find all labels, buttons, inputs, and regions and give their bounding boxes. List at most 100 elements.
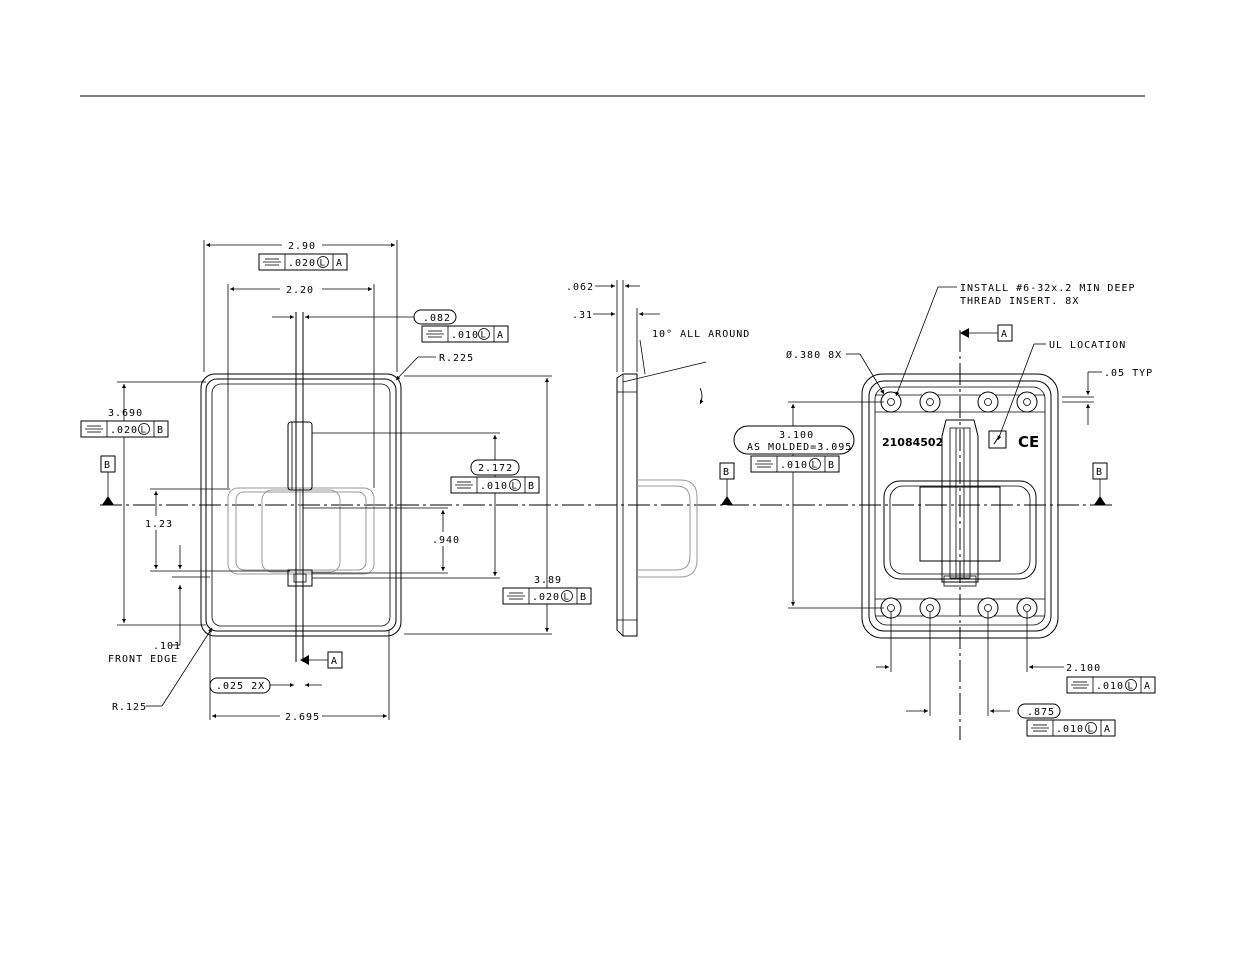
dim-3-690: 3.690 <box>108 408 143 419</box>
dim-2172-bubble <box>470 459 520 476</box>
side-body <box>637 479 698 578</box>
rear-plate-outline <box>861 373 1059 639</box>
hole-note: Ø.380 8X <box>786 349 842 361</box>
typ-note: .05 TYP <box>1104 368 1153 379</box>
fcf-datum: B <box>157 425 164 436</box>
datum-a-label: A <box>331 656 338 667</box>
lmc-symbol: L <box>481 331 487 341</box>
rear-plate-edge <box>874 386 1046 626</box>
datum-triangle <box>960 328 969 338</box>
insert-note-line1: INSTALL #6-32x.2 MIN DEEP <box>960 283 1136 294</box>
side-body-inner <box>637 485 691 571</box>
lmc-symbol: L <box>564 593 570 603</box>
rear-rib-foot <box>943 575 977 587</box>
dim-940: .940 <box>432 535 460 546</box>
dim-3-100: 3.100 <box>779 430 814 441</box>
ul-location-note: UL LOCATION <box>1049 340 1126 351</box>
leader-line <box>859 353 885 395</box>
dim-082: .082 <box>423 313 451 324</box>
datum-a-rear: A <box>960 324 1013 342</box>
dim-2-20: 2.20 <box>286 285 314 296</box>
datum-triangle <box>1094 496 1106 505</box>
ul-mark <box>988 430 1007 449</box>
rear-body <box>883 480 1037 580</box>
lmc-symbol: L <box>512 482 518 492</box>
dim-2-90: 2.90 <box>288 241 316 252</box>
dim-2-695: 2.695 <box>285 712 320 723</box>
fcf-datum: B <box>828 460 835 471</box>
front-lower-tab-slot <box>293 573 307 583</box>
fcf-datum: A <box>336 258 343 269</box>
rear-view: 21084502 CE INSTALL #6-32x.2 MIN DEEP TH… <box>733 283 1156 740</box>
fcf-tol: .010 <box>1056 724 1084 735</box>
rear-plate-inner <box>868 380 1052 632</box>
front-view: 2.90 .020 L A 2.20 .082 .010 L <box>80 240 592 723</box>
leader-line <box>395 356 419 381</box>
fcf-datum: A <box>497 330 504 341</box>
lmc-symbol: L <box>812 461 818 471</box>
insert-hole <box>977 391 999 413</box>
ce-mark: CE <box>1018 433 1039 451</box>
dim-r225: R.225 <box>439 353 474 364</box>
dim-875-bubble <box>1017 703 1061 719</box>
lmc-symbol: L <box>320 259 326 269</box>
dim-3100-bubble <box>733 425 855 455</box>
dim-31: .31 <box>572 310 593 321</box>
fcf-3-89: .020 L B <box>502 587 592 605</box>
datum-triangle <box>300 655 309 665</box>
datum-b-front: B <box>100 455 116 505</box>
front-hidden-body-inner <box>235 491 367 571</box>
angle-note: 10° ALL AROUND <box>652 329 750 340</box>
fcf-875: .010 L A <box>1026 719 1116 737</box>
insert-hole <box>1016 391 1038 413</box>
dim-025: .025 2X <box>216 681 265 692</box>
datum-b-side: B <box>719 462 735 505</box>
front-plate-outline <box>200 373 402 637</box>
fcf-tol: .010 <box>480 481 508 492</box>
fcf-2-100: .010 L A <box>1066 676 1156 694</box>
fcf-2-172: .010 L B <box>450 476 540 494</box>
front-hidden-core <box>261 489 341 573</box>
fcf-datum: A <box>1144 681 1151 692</box>
rear-core <box>919 486 1001 562</box>
lmc-symbol: L <box>141 426 147 436</box>
label-bg <box>143 516 171 530</box>
rear-body-inner <box>889 485 1031 575</box>
label-bg <box>430 532 460 546</box>
fcf-tol: .020 <box>110 425 138 436</box>
datum-a-front: A <box>300 651 343 669</box>
dim-2-100: 2.100 <box>1066 663 1101 674</box>
fcf-tol: .010 <box>780 460 808 471</box>
as-molded-note: AS MOLDED=3.095 <box>747 442 852 453</box>
angle-leader <box>639 339 646 375</box>
dim-101: .101 <box>153 641 181 652</box>
fcf-datum: A <box>1104 724 1111 735</box>
fcf-datum: B <box>528 481 535 492</box>
insert-note-line2: THREAD INSERT. 8X <box>960 296 1079 307</box>
lmc-symbol: L <box>1128 682 1134 692</box>
leader-line <box>895 286 939 397</box>
front-edge-label: FRONT EDGE <box>108 654 178 665</box>
fcf-datum: B <box>580 592 587 603</box>
datum-b-label: B <box>104 460 111 471</box>
dim-082-bubble <box>413 309 457 325</box>
dim-875: .875 <box>1027 707 1055 718</box>
leader-line <box>997 343 1035 441</box>
datum-b-label: B <box>723 467 730 478</box>
dim-3-89: 3.89 <box>534 575 562 586</box>
insert-holes <box>880 391 1038 619</box>
datum-b-rear: B <box>1092 462 1108 505</box>
fcf-tol: .010 <box>451 330 479 341</box>
side-view: .062 .31 10° ALL AROUND B <box>566 280 750 637</box>
fcf-2-90: .020 L A <box>258 253 348 271</box>
front-plate-inner-outline <box>205 378 397 632</box>
front-hidden-body <box>227 487 375 575</box>
datum-a-label: A <box>1001 329 1008 340</box>
fcf-tol: .020 <box>532 592 560 603</box>
angle-ext-line <box>622 361 707 383</box>
rear-rib <box>941 419 979 583</box>
fcf-3-100: .010 L B <box>750 455 840 473</box>
rear-rib-inner <box>949 427 971 579</box>
fcf-tol: .020 <box>288 258 316 269</box>
